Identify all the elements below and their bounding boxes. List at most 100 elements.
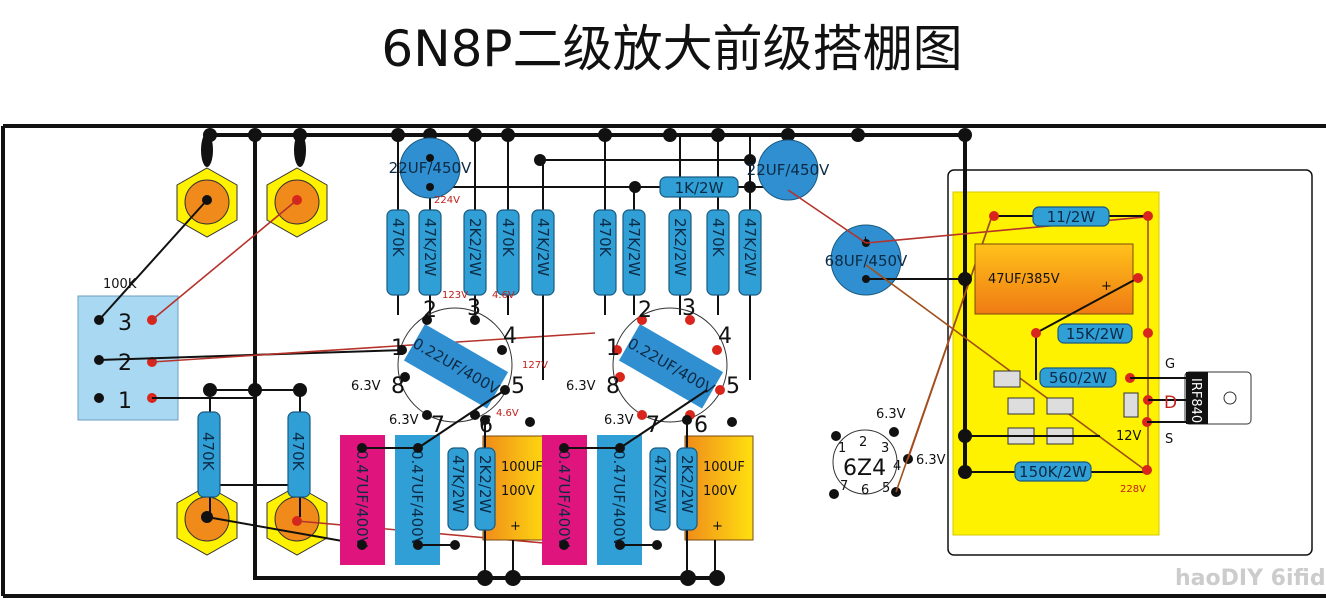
svg-text:68UF/450V: 68UF/450V <box>825 252 908 270</box>
svg-text:5: 5 <box>726 374 740 399</box>
svg-text:2: 2 <box>859 435 867 450</box>
svg-text:6.3V: 6.3V <box>604 413 634 428</box>
svg-text:6.3V: 6.3V <box>916 453 946 468</box>
svg-text:0.47UF/400V: 0.47UF/400V <box>610 450 628 548</box>
svg-text:47K/2W: 47K/2W <box>534 218 552 277</box>
svg-text:4: 4 <box>718 324 732 349</box>
plate-resistors: 470K 47K/2W 2K2/2W 470K 47K/2W 470K 47K/2W 2K2/… <box>386 135 762 380</box>
svg-text:2K2/2W: 2K2/2W <box>678 455 696 514</box>
regulator: 11/2W 47UF/385V + 15K/2W 560/2W 12V 150K… <box>958 206 1153 495</box>
svg-text:470K: 470K <box>596 218 614 258</box>
svg-text:6.3V: 6.3V <box>351 379 381 394</box>
svg-text:47K/2W: 47K/2W <box>651 455 669 514</box>
resistor: 47K/2W <box>531 160 555 380</box>
resistor: 2K2/2W <box>463 135 487 315</box>
mosfet-irf840: IRF840 G D S <box>1130 357 1252 447</box>
resistor: 470K <box>706 135 730 315</box>
svg-text:470K: 470K <box>389 218 407 258</box>
svg-text:100V: 100V <box>703 484 737 499</box>
svg-text:2: 2 <box>638 298 652 323</box>
cap-68uf: 68UF/450V + <box>825 224 908 296</box>
svg-text:150K/2W: 150K/2W <box>1019 463 1087 481</box>
resistor: 470K <box>386 135 410 315</box>
svg-text:6: 6 <box>694 413 708 438</box>
svg-text:6.3V: 6.3V <box>389 413 419 428</box>
input-jack-bottom-left[interactable] <box>176 485 238 556</box>
svg-text:11/2W: 11/2W <box>1047 208 1096 226</box>
svg-text:G: G <box>1165 357 1175 372</box>
svg-text:2: 2 <box>423 298 437 323</box>
svg-text:5: 5 <box>882 481 890 496</box>
svg-text:228V: 228V <box>1120 484 1146 495</box>
svg-text:+: + <box>510 519 521 534</box>
svg-text:470K: 470K <box>709 218 727 258</box>
svg-text:7: 7 <box>840 479 848 494</box>
svg-text:100V: 100V <box>501 484 535 499</box>
rails <box>203 128 972 586</box>
svg-text:0.47UF/400V: 0.47UF/400V <box>353 450 371 548</box>
resistor: 47K/2W <box>418 187 442 315</box>
svg-text:47K/2W: 47K/2W <box>421 218 439 277</box>
svg-text:0.47UF/400V: 0.47UF/400V <box>408 450 426 548</box>
svg-text:6.3V: 6.3V <box>566 379 596 394</box>
resistor-1k: 1K/2W <box>659 176 739 198</box>
svg-text:47K/2W: 47K/2W <box>741 218 759 277</box>
svg-text:470K: 470K <box>499 218 517 258</box>
svg-text:+: + <box>712 519 723 534</box>
svg-text:12V: 12V <box>1116 429 1142 444</box>
resistor: 470K <box>593 135 617 315</box>
svg-text:224V: 224V <box>434 195 460 206</box>
voltage-label: 4.6V <box>492 290 515 301</box>
svg-text:8: 8 <box>606 374 620 399</box>
svg-text:470K: 470K <box>199 432 217 472</box>
svg-text:15K/2W: 15K/2W <box>1066 325 1125 343</box>
svg-text:+: + <box>1101 279 1112 294</box>
svg-text:100UF: 100UF <box>501 460 543 475</box>
cap-22uf-right: 22UF/450V <box>747 139 830 201</box>
svg-text:S: S <box>1165 432 1173 447</box>
rectifier-tube-6z4: 6.3V 6.3V 6Z4 1 2 3 4 5 6 7 <box>829 407 946 499</box>
voltage-label: 4.6V <box>496 408 519 419</box>
svg-text:560/2W: 560/2W <box>1049 369 1107 387</box>
resistor: 2K2/2W <box>668 135 692 315</box>
voltage-label: 127V <box>522 360 548 371</box>
page-title: 6N8P二级放大前级搭棚图 <box>381 20 962 78</box>
resistor: 470K <box>496 135 520 315</box>
input-jack-top-right[interactable] <box>266 133 328 238</box>
svg-text:47K/2W: 47K/2W <box>449 455 467 514</box>
svg-text:3: 3 <box>881 441 889 456</box>
svg-text:D: D <box>1164 393 1177 413</box>
svg-text:IRF840: IRF840 <box>1188 378 1203 423</box>
svg-text:2K2/2W: 2K2/2W <box>671 218 689 277</box>
svg-text:2: 2 <box>118 351 132 376</box>
svg-text:1: 1 <box>391 336 405 361</box>
input-resistors: 470K 470K <box>197 390 311 517</box>
resistor: 47K/2W <box>622 187 646 315</box>
svg-text:6.3V: 6.3V <box>876 407 906 422</box>
input-jack-top-left[interactable] <box>176 133 238 238</box>
svg-text:22UF/450V: 22UF/450V <box>389 159 472 177</box>
svg-text:6: 6 <box>861 483 869 498</box>
svg-text:1: 1 <box>118 389 132 414</box>
watermark: haoDIY 6ifidiy.net <box>1175 566 1326 591</box>
svg-text:1K/2W: 1K/2W <box>675 179 724 197</box>
svg-text:5: 5 <box>511 374 525 399</box>
resistor: 47K/2W <box>738 135 762 380</box>
svg-text:22UF/450V: 22UF/450V <box>747 161 830 179</box>
svg-text:6Z4: 6Z4 <box>843 456 886 481</box>
svg-text:470K: 470K <box>289 432 307 472</box>
svg-text:47UF/385V: 47UF/385V <box>988 272 1060 287</box>
svg-text:4: 4 <box>503 324 517 349</box>
svg-text:3: 3 <box>467 296 481 321</box>
svg-text:2K2/2W: 2K2/2W <box>466 218 484 277</box>
svg-text:47K/2W: 47K/2W <box>625 218 643 277</box>
svg-text:1: 1 <box>606 336 620 361</box>
svg-text:100UF: 100UF <box>703 460 745 475</box>
svg-text:3: 3 <box>118 311 132 336</box>
svg-text:8: 8 <box>391 374 405 399</box>
svg-text:1: 1 <box>838 441 846 456</box>
